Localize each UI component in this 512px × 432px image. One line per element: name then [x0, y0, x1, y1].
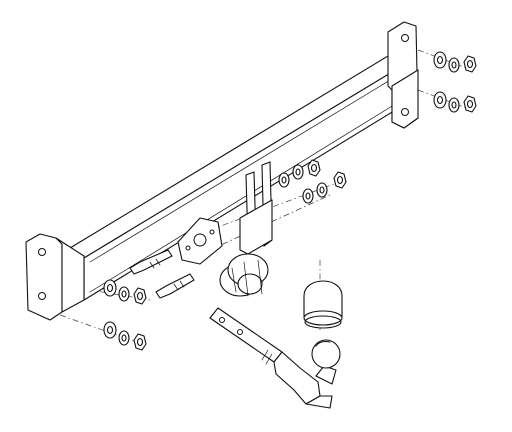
nut	[133, 333, 147, 351]
tow-ball	[311, 339, 341, 385]
washer	[302, 188, 314, 204]
tow-bar-pin-hole-1	[219, 317, 225, 323]
washer	[448, 97, 460, 113]
washer	[433, 51, 447, 69]
nut	[333, 171, 347, 189]
nut	[133, 287, 147, 305]
tow-bar-pin-hole-2	[237, 329, 243, 335]
socket-mount-center-hole	[193, 233, 207, 247]
bolt	[129, 249, 173, 275]
socket-mount	[177, 217, 223, 265]
fasteners-right	[433, 51, 477, 113]
washer	[278, 172, 290, 188]
center-plate	[239, 161, 273, 255]
nut	[307, 159, 321, 177]
fasteners-left	[103, 279, 147, 351]
socket-mount-screw-hole-2	[209, 229, 215, 235]
bracket-right-hole-top	[401, 34, 409, 42]
bolt	[155, 273, 195, 299]
nut	[463, 55, 477, 73]
washer	[448, 57, 460, 73]
bracket-left-hole-bottom	[38, 292, 46, 300]
washer	[433, 91, 447, 109]
socket-mount-screw-hole-1	[185, 245, 191, 251]
washer	[118, 330, 130, 346]
washer	[103, 321, 117, 339]
detachable-tow-bar	[209, 307, 333, 409]
fasteners-center	[278, 159, 347, 204]
washer	[103, 279, 117, 297]
washer	[292, 164, 304, 180]
coupling-knob	[219, 253, 269, 297]
washer	[118, 286, 130, 302]
bracket-left-hole-top	[38, 248, 46, 256]
bolt-group	[129, 249, 195, 299]
bracket-left	[25, 233, 85, 321]
ball-cap	[303, 280, 343, 329]
bracket-right	[387, 21, 419, 129]
bracket-right-hole-bottom	[401, 108, 409, 116]
nut	[463, 95, 477, 113]
washer	[316, 182, 328, 198]
